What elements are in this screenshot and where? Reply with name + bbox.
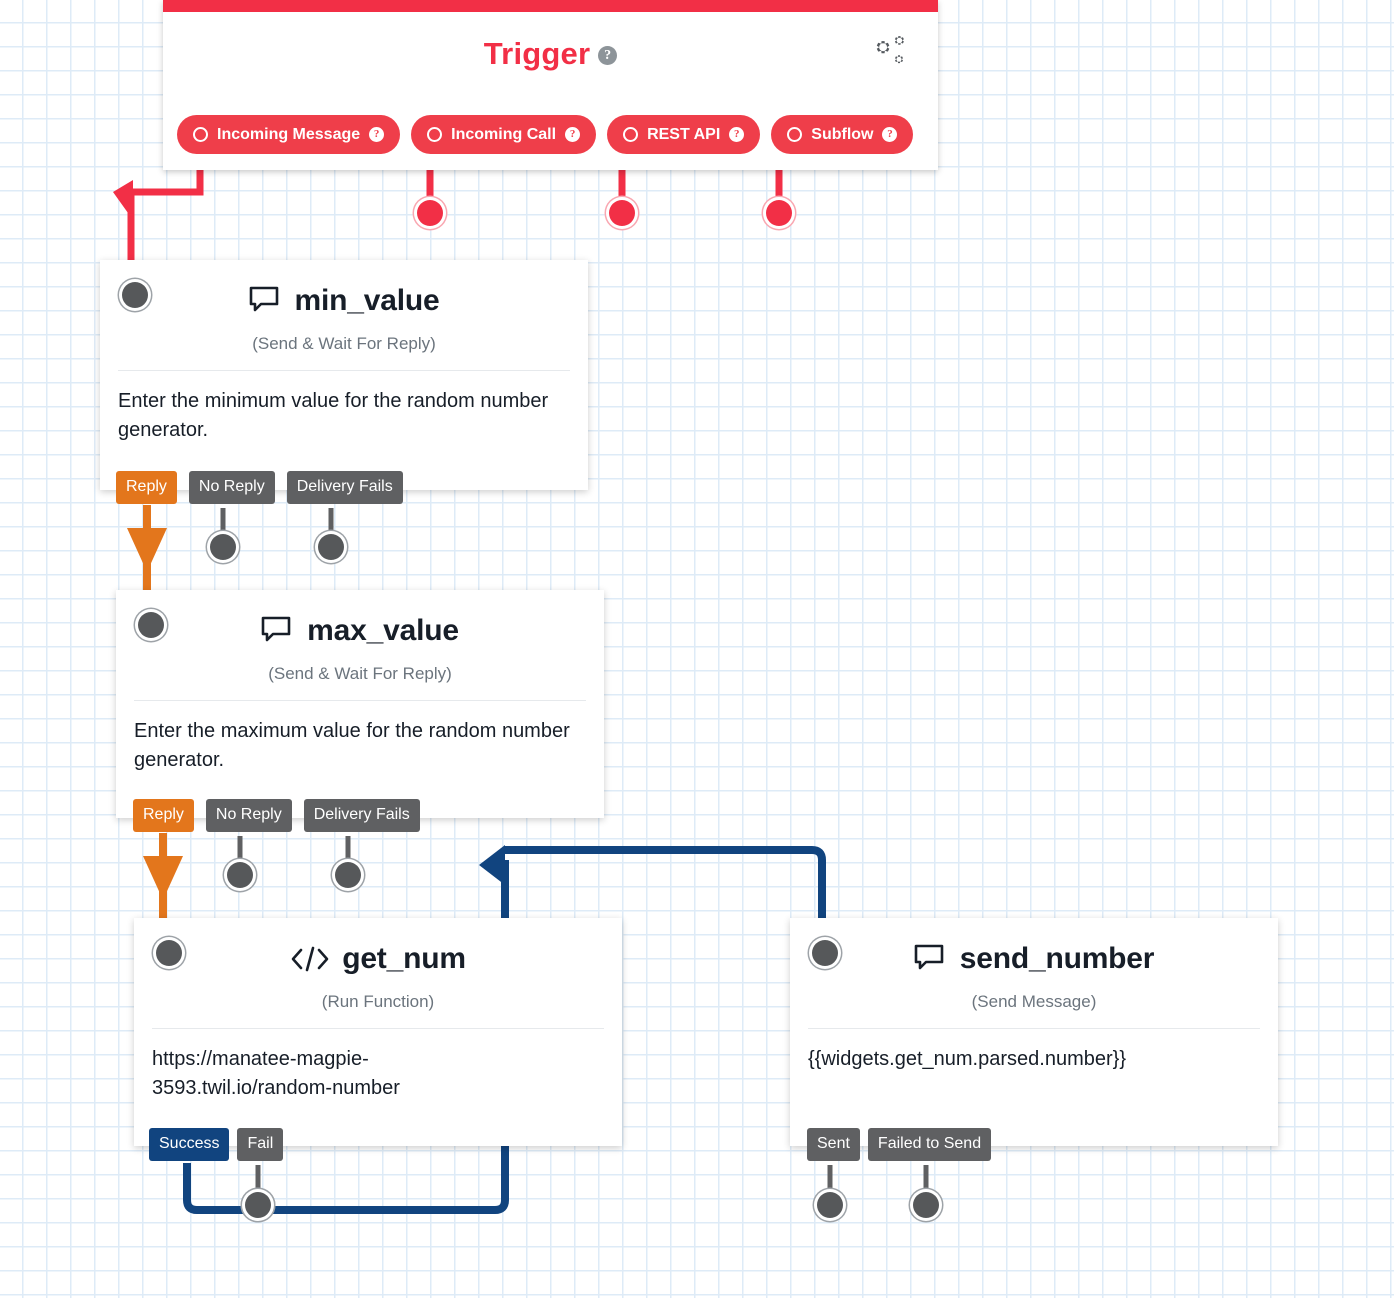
widget-header: min_value [100, 260, 588, 318]
cogs-icon[interactable] [872, 34, 914, 70]
radio-circle-icon [787, 127, 803, 142]
trigger-title-text: Trigger [483, 36, 591, 71]
widget-max-value[interactable]: max_value (Send & Wait For Reply) Enter … [116, 590, 604, 818]
widget-type: (Send Message) [808, 992, 1260, 1029]
widget-title: max_value [307, 614, 459, 647]
output-tab-delivery-fails[interactable]: Delivery Fails [303, 799, 420, 833]
chat-bubble-icon [261, 616, 291, 642]
question-mark-icon[interactable]: ? [729, 127, 745, 142]
widget-send-number-outputs: Sent Failed to Send [807, 1128, 992, 1162]
widget-input-connector[interactable] [122, 282, 148, 308]
radio-circle-icon [427, 127, 443, 142]
output-tab-reply[interactable]: Reply [116, 471, 177, 505]
output-tab-fail[interactable]: Fail [237, 1128, 284, 1162]
trigger-pill-rest-api[interactable]: REST API ? [607, 115, 761, 154]
output-tab-failed-to-send[interactable]: Failed to Send [867, 1128, 992, 1162]
widget-header: send_number [790, 918, 1278, 976]
widget-title: min_value [294, 284, 440, 317]
trigger-pill-label: REST API [647, 125, 721, 143]
radio-circle-icon [623, 127, 639, 142]
widget-type: (Send & Wait For Reply) [134, 664, 586, 701]
output-tab-delivery-fails[interactable]: Delivery Fails [286, 471, 403, 505]
trigger-pill-incoming-call[interactable]: Incoming Call ? [411, 115, 597, 154]
chat-bubble-icon [914, 944, 944, 970]
widget-min-value-outputs: Reply No Reply Delivery Fails [116, 471, 403, 505]
widget-title: send_number [959, 942, 1155, 975]
widget-send-number[interactable]: send_number (Send Message) {{widgets.get… [790, 918, 1278, 1146]
widget-header: max_value [116, 590, 604, 648]
output-connector-failed-to-send[interactable] [913, 1192, 939, 1218]
trigger-connector-subflow[interactable] [766, 200, 792, 226]
output-connector-delivery-fails[interactable] [318, 534, 344, 560]
widget-body-text: Enter the minimum value for the random n… [118, 390, 549, 441]
output-tab-success[interactable]: Success [149, 1128, 230, 1162]
connection-junction-dot[interactable] [245, 1192, 271, 1218]
output-tab-no-reply[interactable]: No Reply [188, 471, 275, 505]
trigger-card[interactable]: Trigger? Incoming Message ? Incoming Cal… [163, 0, 938, 170]
trigger-pill-incoming-message[interactable]: Incoming Message ? [177, 115, 401, 154]
trigger-connector-incoming-call[interactable] [417, 200, 443, 226]
widget-min-value[interactable]: min_value (Send & Wait For Reply) Enter … [100, 260, 588, 490]
trigger-pill-subflow[interactable]: Subflow ? [771, 115, 914, 154]
widget-type: (Send & Wait For Reply) [118, 334, 570, 371]
output-connector-sent[interactable] [817, 1192, 843, 1218]
trigger-pill-label: Incoming Call [451, 125, 557, 143]
trigger-pill-label: Subflow [811, 125, 874, 143]
output-connector-delivery-fails[interactable] [335, 862, 361, 888]
widget-input-connector[interactable] [156, 940, 182, 966]
trigger-title: Trigger? [163, 36, 938, 72]
chat-bubble-icon [249, 286, 278, 312]
question-mark-icon[interactable]: ? [882, 127, 898, 142]
code-brackets-icon [291, 946, 329, 972]
trigger-pill-label: Incoming Message [217, 125, 361, 143]
widget-body-text: https://manatee-magpie-3593.twil.io/rand… [152, 1048, 400, 1099]
widget-input-connector[interactable] [812, 940, 838, 966]
output-tab-no-reply[interactable]: No Reply [205, 799, 292, 833]
output-tab-sent[interactable]: Sent [807, 1128, 860, 1162]
widget-title: get_num [342, 942, 466, 975]
widget-get-num[interactable]: get_num (Run Function) https://manatee-m… [134, 918, 622, 1146]
widget-header: get_num [134, 918, 622, 976]
output-connector-no-reply[interactable] [210, 534, 236, 560]
trigger-connector-rest-api[interactable] [609, 200, 635, 226]
question-mark-icon[interactable]: ? [565, 127, 581, 142]
widget-body-text: Enter the maximum value for the random n… [134, 720, 570, 771]
trigger-help-icon[interactable]: ? [598, 46, 618, 65]
widget-type: (Run Function) [152, 992, 604, 1029]
widget-max-value-outputs: Reply No Reply Delivery Fails [133, 799, 420, 833]
trigger-pill-row: Incoming Message ? Incoming Call ? REST … [177, 115, 914, 154]
question-mark-icon[interactable]: ? [369, 127, 385, 142]
widget-input-connector[interactable] [138, 612, 164, 638]
widget-body-text: {{widgets.get_num.parsed.number}} [808, 1048, 1126, 1070]
radio-circle-icon [193, 127, 208, 142]
widget-get-num-outputs: Success Fail [149, 1128, 284, 1162]
output-connector-no-reply[interactable] [227, 862, 253, 888]
output-tab-reply[interactable]: Reply [133, 799, 194, 833]
